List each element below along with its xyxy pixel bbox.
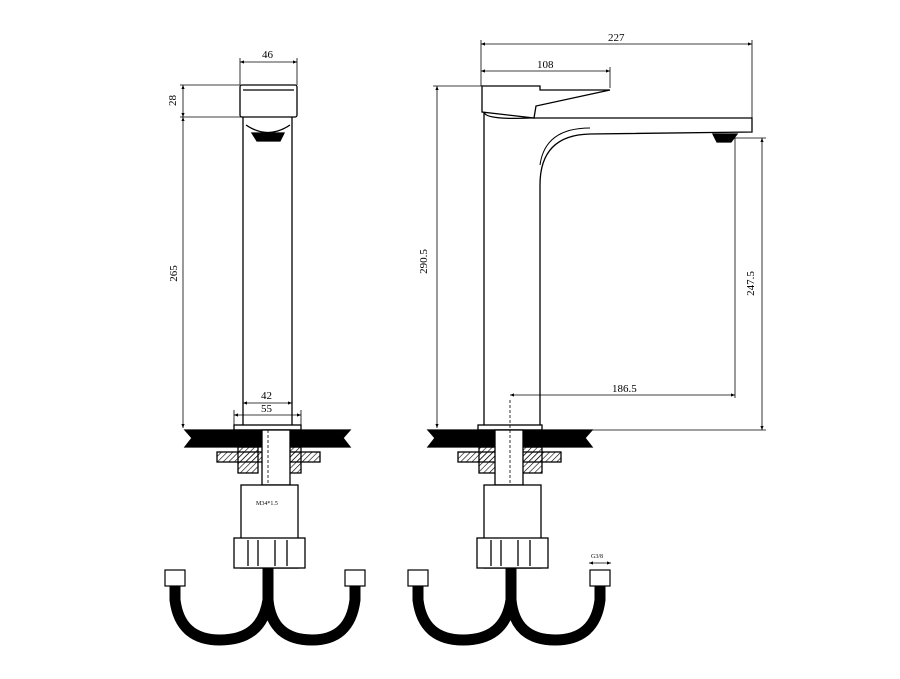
dim-total-reach: 227 xyxy=(608,32,625,44)
dim-body-width: 42 xyxy=(261,390,272,402)
dim-thread: M34*1.5 xyxy=(256,501,278,507)
right-faucet-body xyxy=(426,85,753,569)
left-hoses xyxy=(164,568,366,646)
right-dimension-lines xyxy=(433,40,766,565)
dim-body-height: 265 xyxy=(167,265,180,282)
right-hoses xyxy=(407,568,611,646)
dim-handle-width: 46 xyxy=(262,49,273,61)
dim-hose-thread: G3/8 xyxy=(591,554,603,560)
dim-handle-height: 28 xyxy=(167,95,179,106)
left-faucet-body xyxy=(183,84,352,569)
dim-total-height: 290.5 xyxy=(417,249,430,274)
dim-base-width: 55 xyxy=(261,403,272,415)
dim-spout-height: 247.5 xyxy=(744,271,757,296)
dim-handle-length: 108 xyxy=(537,59,554,71)
dim-spout-reach: 186.5 xyxy=(612,383,637,395)
